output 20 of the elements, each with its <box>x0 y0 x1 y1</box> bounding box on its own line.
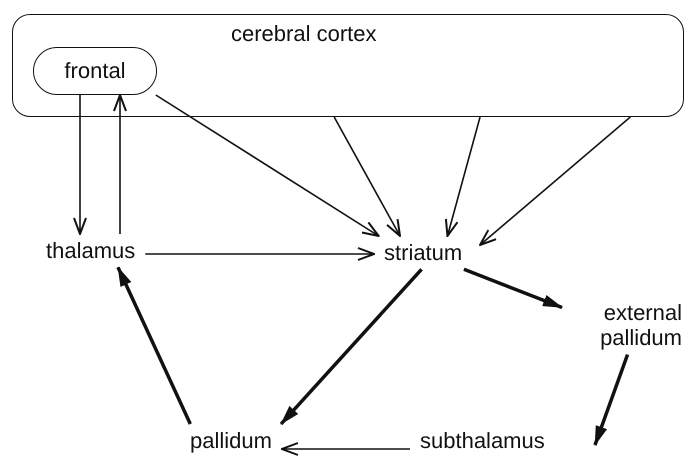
rounded-box: frontal <box>33 47 157 95</box>
arrow <box>113 94 127 234</box>
arrow <box>444 116 481 237</box>
node-label: pallidum <box>180 424 282 458</box>
arrow <box>73 95 87 235</box>
arrow <box>280 268 423 426</box>
node-label: external pallidum <box>562 296 692 355</box>
arrow <box>479 116 631 246</box>
region-box <box>12 14 684 117</box>
arrow <box>280 442 410 456</box>
arrow <box>593 354 630 446</box>
node-label: thalamus <box>36 234 146 268</box>
arrow <box>116 266 192 425</box>
node-label: subthalamus <box>410 424 555 458</box>
arrow <box>145 247 375 261</box>
arrow <box>155 94 380 237</box>
arrow <box>463 268 563 310</box>
node-label: striatum <box>374 236 472 270</box>
region-label: cerebral cortex <box>231 21 377 47</box>
arrow <box>333 116 402 237</box>
